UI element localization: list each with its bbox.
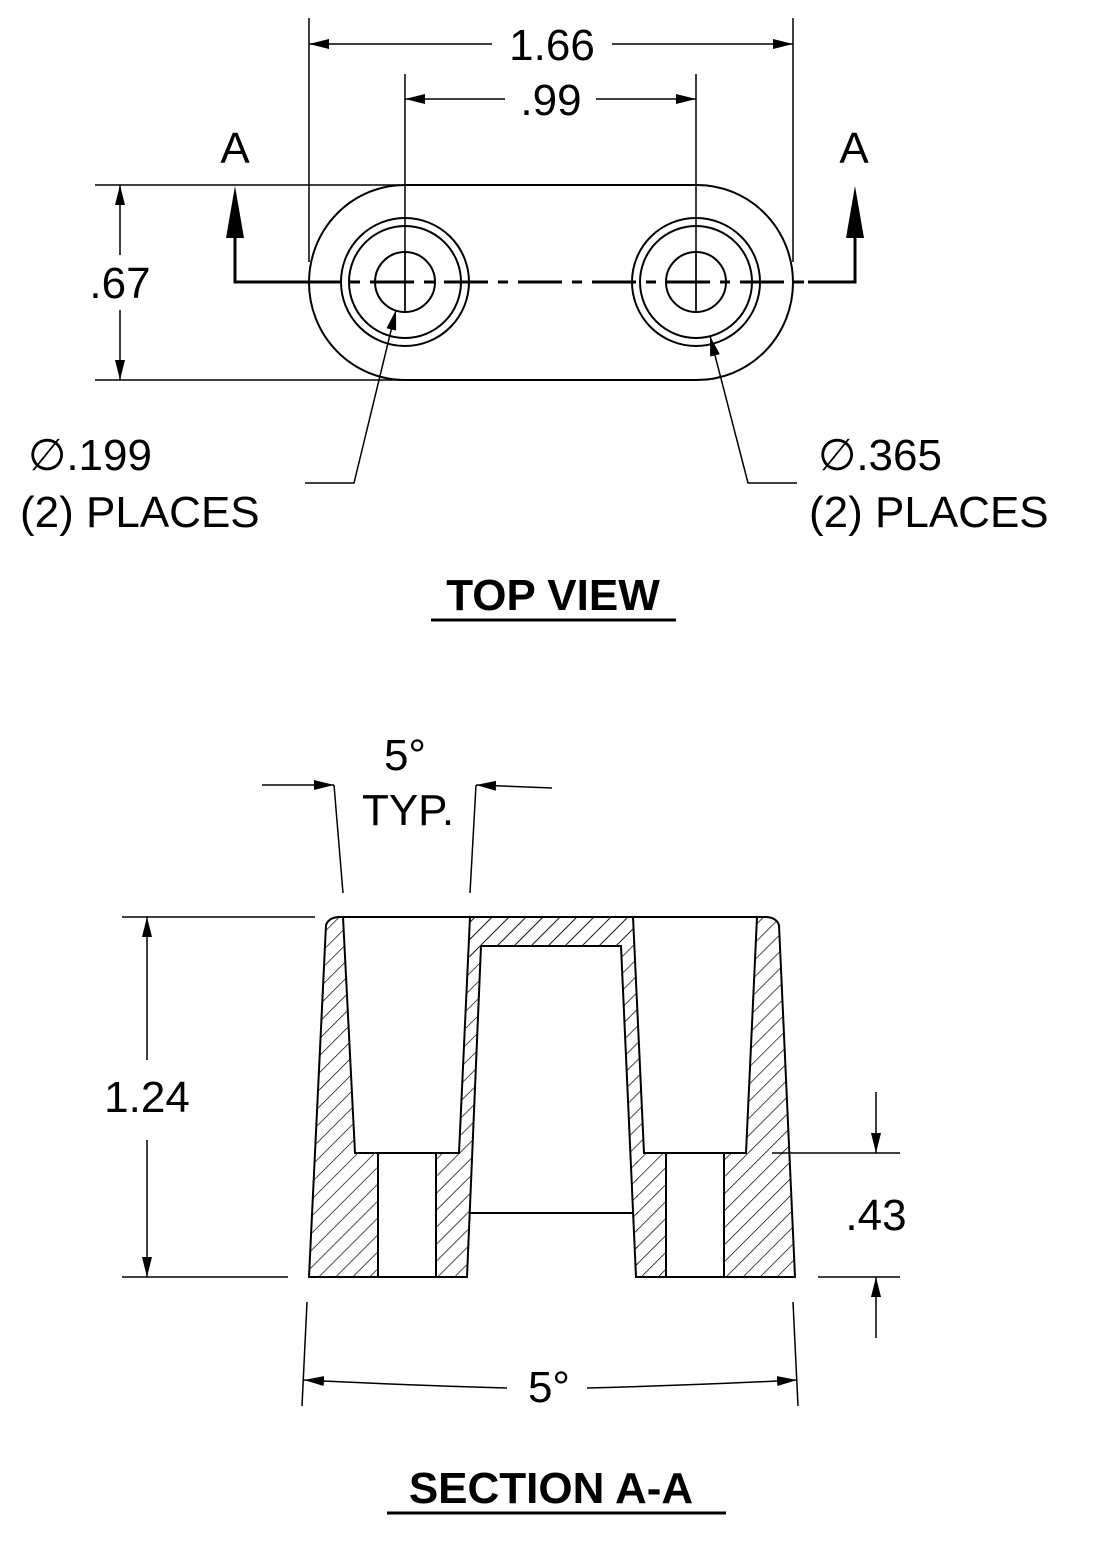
section-label-left: A xyxy=(220,124,250,173)
counterbore-right-section xyxy=(632,916,758,1154)
counterbore-left-section xyxy=(342,916,471,1154)
section-arrow-right-line xyxy=(808,235,857,284)
dim-arc-bottom-right xyxy=(586,1376,798,1389)
section-arrow-left-icon xyxy=(226,186,244,238)
view-title-top: TOP VIEW xyxy=(446,571,660,620)
callout-small-hole-value: .199 xyxy=(66,431,152,480)
hatch-right-post xyxy=(636,1153,666,1277)
taper-extension-right xyxy=(469,784,477,894)
section-label-right: A xyxy=(839,124,869,173)
section-view: 5° TYP. xyxy=(104,731,907,1515)
taper-arrow-right xyxy=(475,780,553,791)
dim-hole-spacing: .99 xyxy=(520,76,581,125)
taper-extension-left xyxy=(333,784,344,894)
dim-taper-note: TYP. xyxy=(362,786,454,835)
hatch-bridge-inner xyxy=(470,917,633,946)
dim-overall-length: 1.66 xyxy=(509,21,595,70)
section-arrow-left-line xyxy=(233,235,296,284)
view-title-section: SECTION A-A xyxy=(409,1464,693,1513)
part-outline-section xyxy=(307,916,797,1278)
callout-large-hole-value: .365 xyxy=(856,431,942,480)
callout-large-hole-qty: (2) PLACES xyxy=(809,488,1049,537)
dim-arc-bottom-left xyxy=(303,1376,508,1389)
part-outline-top xyxy=(308,184,794,381)
section-arrow-right-icon xyxy=(846,186,864,238)
dim-height: 1.24 xyxy=(104,1073,190,1122)
top-view: 1.66 .99 A A .67 xyxy=(20,18,1049,622)
hatch-left-wall xyxy=(309,917,378,1277)
diameter-symbol-icon: ∅ xyxy=(28,431,66,480)
hatch-right-wall xyxy=(724,917,795,1277)
dim-depth: .43 xyxy=(845,1191,906,1240)
dim-taper-angle: 5° xyxy=(384,731,426,780)
extension-line-bottom-left xyxy=(301,1301,308,1407)
leader-small-hole xyxy=(305,309,397,484)
diameter-symbol-icon: ∅ xyxy=(818,431,856,480)
leader-large-hole xyxy=(709,335,797,484)
dim-width: .67 xyxy=(89,259,150,308)
hatch-bridge-right-wall xyxy=(621,917,644,1277)
callout-small-hole-qty: (2) PLACES xyxy=(20,488,260,537)
callout-small-hole: ∅.199 xyxy=(28,431,152,480)
dim-bottom-angle: 5° xyxy=(528,1363,570,1412)
callout-large-hole: ∅.365 xyxy=(818,431,942,480)
hatch-left-post xyxy=(436,917,470,1277)
extension-line-bottom-right xyxy=(792,1301,799,1407)
